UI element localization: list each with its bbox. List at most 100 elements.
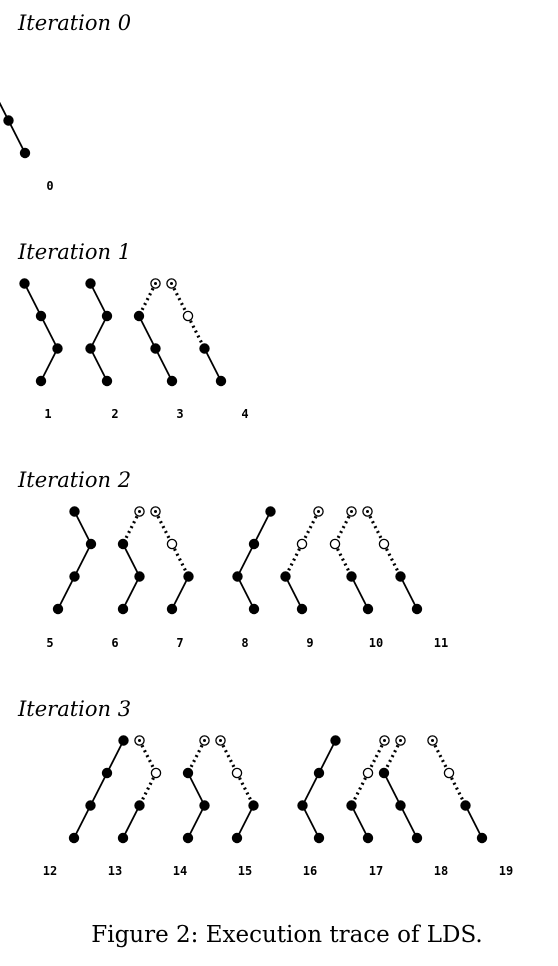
edge-traversed: [89, 348, 108, 382]
visited-node: [280, 571, 291, 582]
path-label: 6: [111, 636, 118, 650]
visited-node: [85, 800, 96, 811]
unvisited-node: [329, 538, 341, 550]
path-6: 6: [111, 506, 145, 650]
edge-traversed: [171, 576, 190, 610]
path-label: 2: [111, 407, 118, 421]
edge-traversed: [253, 511, 272, 545]
edge-unexplored: [235, 772, 255, 807]
visited-node: [19, 278, 30, 289]
iteration-1-title: Iteration 1: [17, 240, 131, 264]
path-11: 11: [362, 506, 448, 650]
visited-node: [231, 832, 243, 844]
edge-unexplored: [300, 510, 320, 545]
visited-node: [85, 278, 96, 289]
edge-traversed: [350, 805, 369, 839]
edge-unexplored: [154, 510, 174, 545]
edge-unexplored: [186, 315, 206, 350]
unvisited-node: [199, 735, 210, 746]
path-label: 8: [241, 636, 248, 650]
path-1: 1: [19, 278, 63, 421]
edge-unexplored: [219, 739, 239, 774]
unvisited-node: [427, 735, 438, 746]
path-label: 11: [434, 636, 448, 650]
unvisited-node: [362, 767, 374, 779]
edge-traversed: [23, 283, 42, 317]
path-0: 0: [0, 101, 54, 193]
visited-node: [166, 375, 178, 387]
visited-node: [35, 310, 47, 322]
visited-node: [346, 571, 357, 582]
path-13: 13: [108, 735, 162, 878]
path-label: 3: [176, 407, 183, 421]
edge-traversed: [399, 576, 418, 610]
visited-node: [118, 735, 129, 746]
unvisited-node: [150, 278, 161, 289]
visited-node: [362, 832, 374, 844]
edge-unexplored: [333, 510, 353, 545]
visited-node: [248, 538, 260, 550]
path-2: 2: [85, 278, 119, 421]
edge-unexplored: [170, 543, 190, 578]
visited-node: [134, 800, 145, 811]
path-3: 3: [133, 278, 184, 421]
path-label: 13: [108, 864, 122, 878]
visited-node: [362, 603, 374, 615]
edge-traversed: [350, 576, 369, 610]
visited-node: [297, 800, 308, 811]
visited-node: [215, 375, 227, 387]
path-label: 15: [238, 864, 252, 878]
visited-node: [411, 603, 423, 615]
visited-node: [411, 832, 423, 844]
edge-traversed: [383, 772, 402, 806]
visited-node: [101, 375, 113, 387]
path-label: 18: [434, 864, 448, 878]
unvisited-node: [231, 767, 243, 779]
edge-traversed: [89, 283, 108, 317]
edge-traversed: [203, 348, 222, 382]
visited-node: [346, 800, 357, 811]
edge-traversed: [301, 805, 320, 839]
edge-unexplored: [350, 772, 370, 807]
visited-node: [182, 767, 194, 779]
visited-node: [3, 115, 14, 126]
visited-node: [133, 310, 145, 322]
edge-unexplored: [382, 739, 402, 774]
iteration-3-title: Iteration 3: [17, 697, 131, 721]
path-label: 17: [369, 864, 383, 878]
visited-node: [101, 310, 113, 322]
unvisited-node: [379, 735, 390, 746]
unvisited-node: [150, 506, 161, 517]
unvisited-node: [395, 735, 406, 746]
edge-traversed: [122, 543, 141, 577]
iteration-0-title: Iteration 0: [17, 11, 131, 35]
visited-node: [199, 343, 210, 354]
visited-node: [166, 603, 178, 615]
visited-node: [101, 767, 113, 779]
visited-node: [52, 603, 64, 615]
edge-unexplored: [431, 739, 451, 774]
path-10: 10: [329, 506, 383, 650]
edge-traversed: [7, 120, 26, 154]
edge-traversed: [301, 772, 320, 806]
edge-unexplored: [284, 543, 304, 578]
visited-node: [19, 147, 31, 159]
edge-traversed: [122, 576, 141, 610]
visited-node: [69, 571, 80, 582]
visited-node: [68, 832, 80, 844]
path-label: 10: [369, 636, 383, 650]
path-label: 14: [173, 864, 187, 878]
visited-node: [35, 375, 47, 387]
path-5: 5: [46, 506, 97, 650]
unvisited-node: [166, 538, 178, 550]
visited-node: [183, 571, 194, 582]
edge-traversed: [89, 772, 108, 806]
edge-traversed: [318, 740, 337, 774]
edge-unexplored: [382, 543, 402, 578]
visited-node: [330, 735, 341, 746]
edge-unexplored: [121, 510, 141, 545]
visited-node: [150, 343, 161, 354]
edge-traversed: [187, 772, 206, 806]
edge-traversed: [0, 101, 10, 121]
